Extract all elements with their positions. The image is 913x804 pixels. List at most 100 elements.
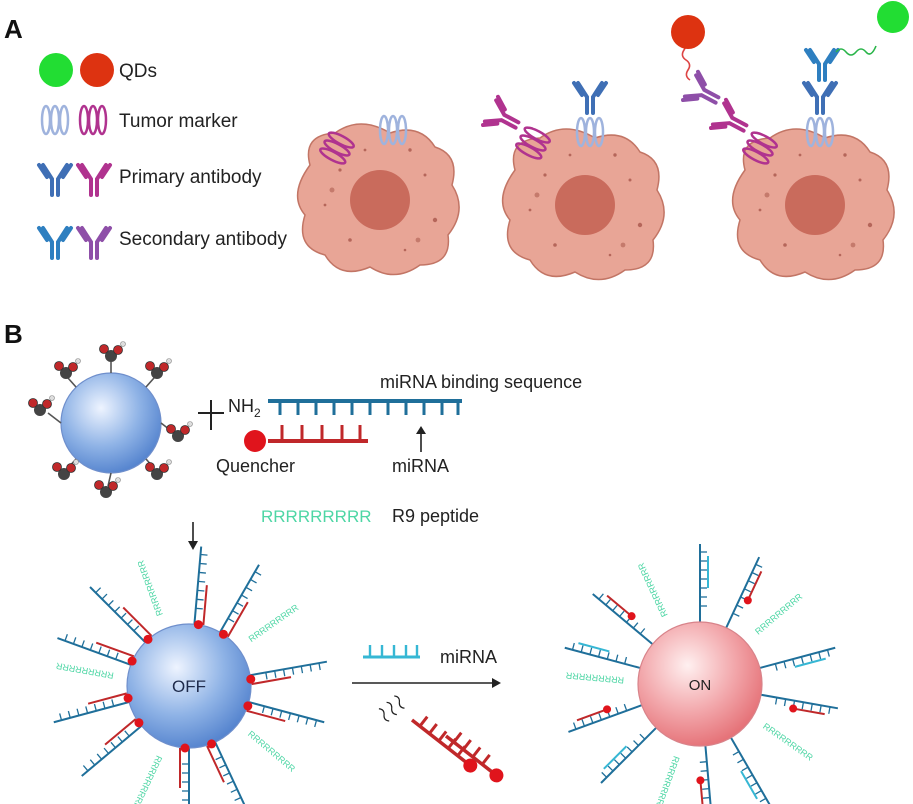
quencher-strand: [251, 676, 292, 686]
secondary-antibody-teal-icon: [37, 226, 73, 260]
strand-base: [633, 740, 639, 746]
strand-base: [117, 736, 123, 743]
strand-base: [613, 759, 620, 766]
strand-base: [227, 617, 235, 623]
strand-base: [783, 661, 787, 669]
quencher-dot: [244, 430, 266, 452]
probe-strand: [249, 660, 328, 677]
mirna-arrow-label: miRNA: [440, 647, 497, 667]
tumor-marker-magenta-icon: [78, 104, 108, 136]
primary-antibody-blue-icon: [37, 163, 73, 197]
probe-strand: [81, 725, 143, 777]
quencher-strand: [226, 601, 249, 638]
strand-base: [581, 719, 586, 727]
strand-base: [732, 612, 740, 617]
quencher-dot: [207, 739, 217, 749]
cell-3-qd-green: [877, 1, 909, 33]
mirna-label: miRNA: [392, 456, 449, 476]
probe-strand: [759, 646, 836, 669]
cell-2-body: [501, 128, 665, 281]
qd-sphere-carboxyl: [60, 372, 162, 474]
strand-base: [296, 715, 300, 723]
cell-2: [483, 81, 665, 281]
probe-strand: [760, 693, 839, 710]
strand-base: [759, 797, 767, 803]
strand-base: [82, 765, 89, 772]
carboxyl-group-icon: [52, 459, 79, 481]
probe-strand: [53, 701, 130, 724]
strand-base: [626, 746, 633, 753]
probe-strand: [704, 745, 712, 804]
primary-antibody-magenta-icon: [76, 163, 112, 197]
cooh-qd: [28, 341, 193, 499]
strand-base: [106, 649, 111, 657]
probe-strand: [219, 564, 260, 633]
quencher-strand: [746, 570, 763, 601]
strand-base: [89, 643, 94, 651]
strand-base: [282, 669, 286, 677]
qd-red-icon: [80, 53, 114, 87]
cell-2-primary-antibody: [572, 81, 608, 115]
strand-base: [702, 787, 710, 790]
strand-base: [800, 656, 804, 664]
strand-base: [198, 571, 206, 574]
strand-base: [314, 719, 318, 728]
quencher-dot: [180, 743, 190, 753]
strand-base: [124, 730, 130, 737]
strand-base: [755, 563, 763, 568]
strand-base: [215, 756, 223, 761]
quencher-dot: [743, 596, 752, 605]
strand-base: [639, 628, 646, 635]
strand-base: [85, 706, 89, 714]
mirna-strand: [578, 642, 610, 653]
strand-base: [589, 647, 593, 655]
quencher-dot: [246, 674, 256, 684]
strand-base: [606, 652, 610, 660]
cell-3-linker-green: [835, 45, 877, 56]
quencher-dot: [627, 612, 636, 621]
strand-base: [741, 766, 749, 772]
legend-primary-antibody: Primary antibody: [119, 167, 262, 188]
strand-base: [744, 588, 751, 593]
r9-peptide-spoke: RRRRRRRRR: [247, 602, 301, 644]
off-label: OFF: [172, 677, 206, 696]
strand-base: [736, 604, 744, 609]
strand-base: [632, 622, 639, 629]
strand-base: [732, 750, 740, 756]
strand-base: [801, 702, 805, 710]
strand-base: [234, 796, 242, 802]
quencher-dot: [123, 693, 133, 703]
quencher-label: Quencher: [216, 456, 295, 476]
strand-base: [571, 642, 575, 651]
strand-base: [826, 649, 830, 657]
r9-peptide-spoke: RRRRRRRRR: [636, 561, 670, 619]
on-qd-sphere: [637, 621, 763, 747]
quencher-strand: [792, 707, 825, 716]
quencher-strand: [246, 709, 286, 723]
strand-base: [245, 586, 253, 592]
carboxyl-group-icon: [28, 395, 55, 417]
strand-base: [624, 656, 628, 664]
strand-base: [615, 706, 619, 714]
cell-1-body: [296, 123, 460, 276]
legend-tumor-marker: Tumor marker: [119, 111, 238, 132]
strand-base: [318, 662, 321, 671]
strand-base: [274, 670, 277, 678]
strand-base: [200, 553, 208, 556]
mirna-strand-icon: [363, 645, 420, 659]
legend-qds: QDs: [119, 61, 157, 82]
nh2-label: NH2: [228, 396, 261, 420]
quencher-strand: [122, 606, 153, 637]
strand-base: [195, 607, 203, 610]
strand-base: [620, 752, 627, 759]
secondary-antibody-purple-icon: [76, 226, 112, 260]
probe-strand: [568, 704, 643, 733]
strand-base: [261, 706, 265, 714]
strand-base: [199, 562, 207, 565]
binding-strand: [268, 399, 462, 415]
r9-peptide-spoke: RRRRRRRRR: [565, 670, 625, 685]
carboxyl-group-icon: [94, 477, 121, 499]
quencher-dot: [696, 776, 705, 785]
carboxyl-group-icon: [54, 358, 81, 380]
strand-base: [792, 658, 796, 667]
